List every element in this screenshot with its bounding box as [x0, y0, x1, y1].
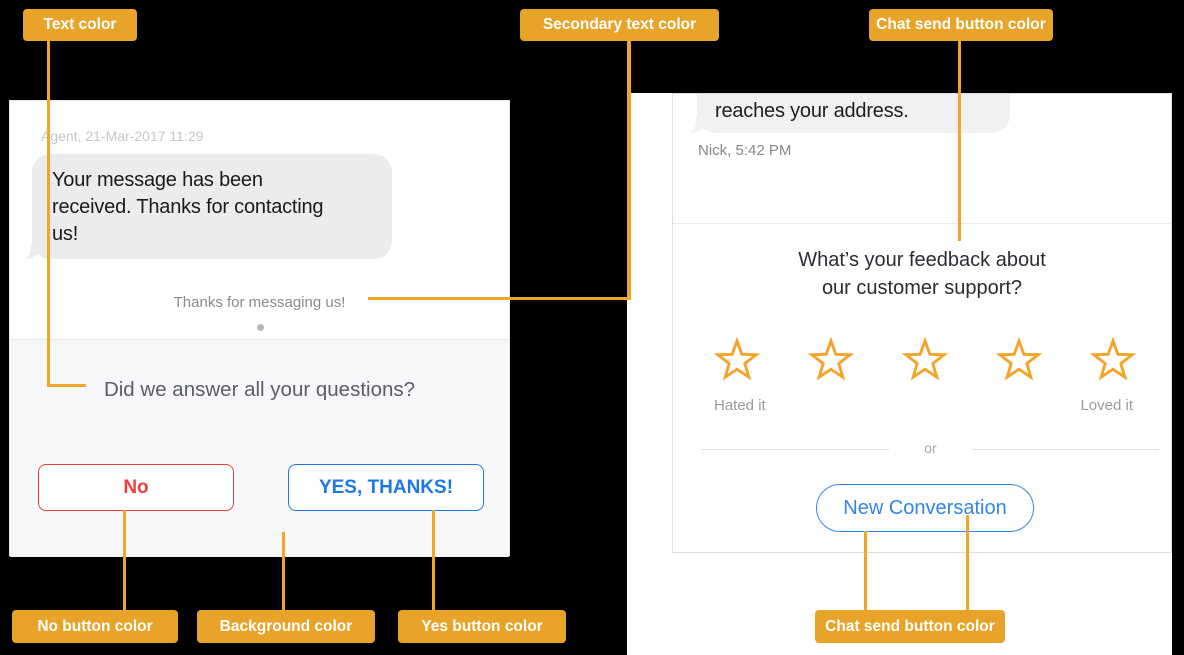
- connector-line-chat-send-bottom-right: [966, 515, 969, 610]
- connector-line-secondary-text: [627, 41, 631, 300]
- no-button[interactable]: No: [38, 464, 234, 511]
- connector-line-yes-button: [432, 510, 435, 610]
- message-line: received. Thanks for contacting: [52, 196, 324, 218]
- annotation-yes-button-color: Yes button color: [398, 610, 566, 643]
- chat-message-area: Agent, 21-Mar-2017 11:29 Your message ha…: [10, 101, 509, 339]
- agent-message-bubble-partial: reaches your address.: [686, 94, 1010, 133]
- new-conversation-button[interactable]: New Conversation: [816, 484, 1034, 532]
- feedback-question-line: What’s your feedback about: [798, 249, 1046, 271]
- annotation-chat-send-button-color-top: Chat send button color: [869, 9, 1053, 41]
- yes-thanks-button[interactable]: YES, THANKS!: [288, 464, 484, 511]
- chat-widget-left: Agent, 21-Mar-2017 11:29 Your message ha…: [9, 100, 510, 557]
- annotation-chat-send-button-color-bottom: Chat send button color: [815, 610, 1005, 643]
- message-line: us!: [52, 223, 79, 245]
- typing-indicator-dot: [257, 324, 264, 331]
- star-icon[interactable]: [902, 337, 948, 383]
- star-icon[interactable]: [714, 337, 760, 383]
- connector-line-background: [282, 532, 285, 610]
- connector-line-no-button: [123, 510, 126, 610]
- message-line: Your message has been: [52, 169, 263, 191]
- or-divider-line: [701, 449, 889, 450]
- feedback-question: What’s your feedback about our customer …: [673, 246, 1171, 302]
- annotation-text-color: Text color: [23, 9, 137, 41]
- annotation-no-button-color: No button color: [12, 610, 178, 643]
- or-divider-line: [972, 449, 1159, 450]
- connector-line-chat-send-bottom-left: [864, 531, 867, 610]
- survey-section: Did we answer all your questions? No YES…: [10, 339, 509, 557]
- star-rating: [714, 337, 1136, 383]
- connector-line-text-color: [47, 41, 50, 387]
- chat-widget-right: reaches your address. Nick, 5:42 PM What…: [672, 93, 1172, 553]
- star-icon[interactable]: [996, 337, 1042, 383]
- agent-timestamp: Agent, 21-Mar-2017 11:29: [41, 128, 204, 144]
- or-label: or: [924, 440, 937, 456]
- secondary-text: Thanks for messaging us!: [173, 294, 346, 311]
- annotation-background-color: Background color: [197, 610, 375, 643]
- rating-low-label: Hated it: [714, 397, 766, 414]
- section-divider: [673, 223, 1171, 224]
- user-timestamp: Nick, 5:42 PM: [698, 142, 792, 159]
- star-icon[interactable]: [808, 337, 854, 383]
- agent-message-bubble: Your message has been received. Thanks f…: [21, 154, 392, 259]
- star-icon[interactable]: [1090, 337, 1136, 383]
- connector-elbow-text-color: [47, 384, 86, 387]
- connector-line-chat-send-top: [958, 41, 961, 241]
- survey-question: Did we answer all your questions?: [103, 378, 416, 401]
- annotation-secondary-text-color: Secondary text color: [520, 9, 719, 41]
- rating-high-label: Loved it: [1080, 397, 1133, 414]
- connector-elbow-secondary-text: [368, 297, 630, 300]
- feedback-question-line: our customer support?: [821, 277, 1023, 299]
